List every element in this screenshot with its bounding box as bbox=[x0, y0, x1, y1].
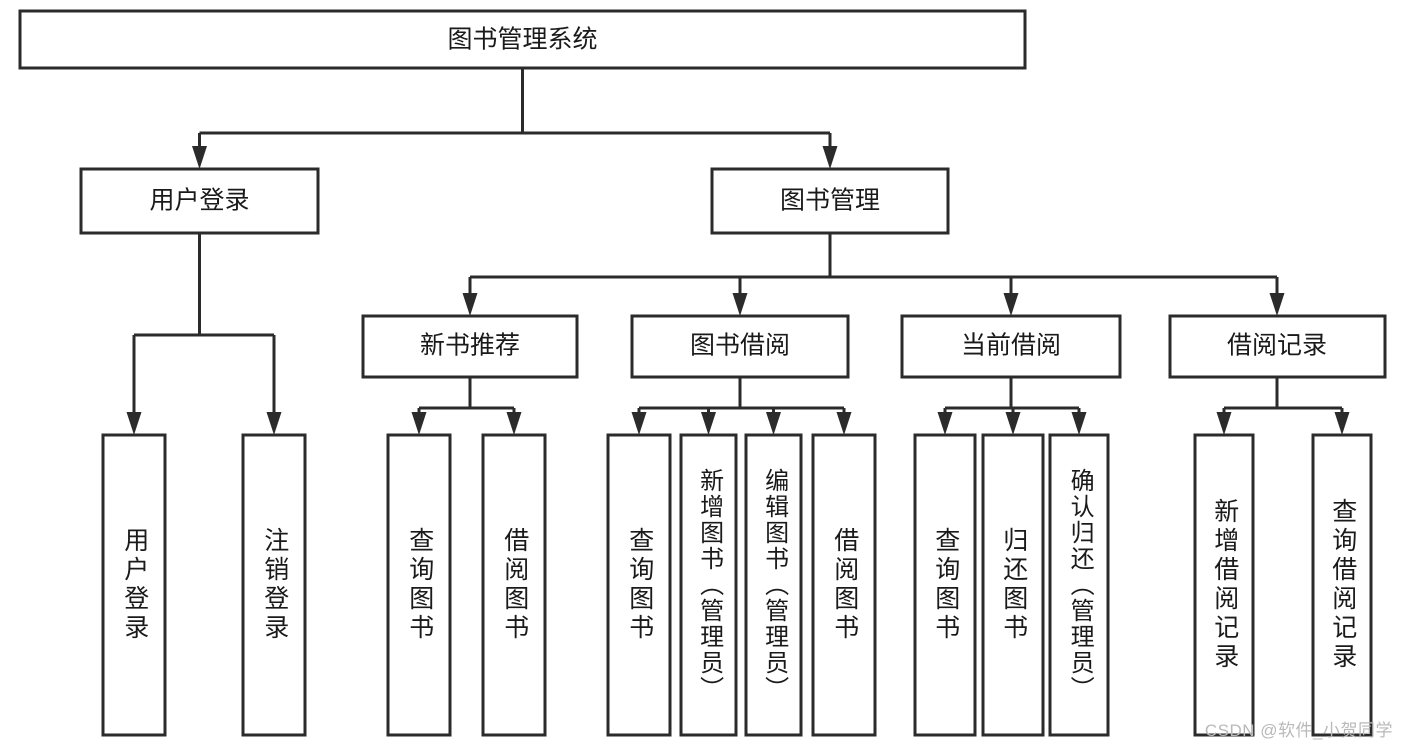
node-book-management[interactable]: 图书管理 bbox=[710, 167, 950, 235]
node-user-login[interactable]: 用户登录 bbox=[79, 167, 320, 235]
node-leaf-cb-return-book-box[interactable] bbox=[981, 433, 1045, 737]
node-leaf-bb-borrow-book[interactable]: 借阅图书 bbox=[811, 433, 877, 737]
arrowhead-leaf-user-login bbox=[126, 412, 142, 435]
node-leaf-bb-add-book-box[interactable] bbox=[679, 433, 738, 737]
node-leaf-cb-confirm-return-box[interactable] bbox=[1048, 433, 1110, 737]
node-current-borrow-box[interactable] bbox=[900, 314, 1122, 379]
arrowhead-nb-query bbox=[411, 412, 427, 435]
node-leaf-nb-query-book-textwrap: 查询图书 bbox=[405, 527, 434, 643]
node-leaf-cb-return-book-label: 归还图书 bbox=[999, 527, 1028, 643]
node-current-borrow-label: 当前借阅 bbox=[961, 332, 1061, 360]
node-leaf-cb-query-book-label: 查询图书 bbox=[931, 527, 960, 643]
node-root-system-label: 图书管理系统 bbox=[447, 26, 597, 54]
node-book-management-label: 图书管理 bbox=[780, 187, 880, 215]
node-leaf-cb-query-book-textwrap: 查询图书 bbox=[931, 527, 960, 643]
arrowhead-bb-edit bbox=[766, 412, 781, 435]
node-leaf-br-query-record-label: 查询借阅记录 bbox=[1328, 498, 1357, 672]
node-leaf-cb-confirm-return-textwrap: 确认归还（管理员） bbox=[1066, 468, 1094, 702]
node-leaf-br-add-record-textwrap: 新增借阅记录 bbox=[1210, 498, 1239, 672]
node-borrow-record[interactable]: 借阅记录 bbox=[1168, 314, 1387, 379]
node-leaf-nb-query-book-label: 查询图书 bbox=[405, 527, 434, 643]
node-leaf-user-login-label: 用户登录 bbox=[120, 527, 149, 643]
node-book-management-box[interactable] bbox=[710, 167, 950, 235]
node-new-book-recommend-box[interactable] bbox=[361, 314, 579, 379]
node-leaf-cb-confirm-return[interactable]: 确认归还（管理员） bbox=[1048, 433, 1110, 737]
node-leaf-user-login-box[interactable] bbox=[101, 433, 167, 737]
node-borrow-record-box[interactable] bbox=[1168, 314, 1387, 379]
arrowhead-leaf-logout bbox=[266, 412, 282, 435]
node-leaf-cb-query-book[interactable]: 查询图书 bbox=[913, 433, 977, 737]
node-leaf-nb-borrow-book-textwrap: 借阅图书 bbox=[500, 527, 529, 643]
node-new-book-recommend[interactable]: 新书推荐 bbox=[361, 314, 579, 379]
node-leaf-bb-borrow-book-label: 借阅图书 bbox=[830, 527, 859, 643]
arrowhead-new-book-rec bbox=[462, 293, 478, 316]
node-leaf-bb-edit-book[interactable]: 编辑图书（管理员） bbox=[744, 433, 803, 737]
node-leaf-user-login-textwrap: 用户登录 bbox=[120, 527, 149, 643]
node-leaf-br-add-record-box[interactable] bbox=[1193, 433, 1255, 737]
node-leaf-logout-label: 注销登录 bbox=[260, 527, 289, 643]
arrowhead-cb-return bbox=[1005, 412, 1021, 435]
node-leaf-bb-query-book-textwrap: 查询图书 bbox=[625, 527, 654, 643]
arrowhead-cb-query bbox=[937, 412, 953, 435]
node-leaf-cb-return-book-textwrap: 归还图书 bbox=[999, 527, 1028, 643]
node-leaf-bb-query-book-box[interactable] bbox=[606, 433, 672, 737]
node-leaf-bb-edit-book-box[interactable] bbox=[744, 433, 803, 737]
node-leaf-bb-add-book-label: 新增图书（管理员） bbox=[695, 468, 723, 702]
arrowhead-br-add bbox=[1216, 412, 1232, 435]
node-leaf-bb-query-book[interactable]: 查询图书 bbox=[606, 433, 672, 737]
node-leaf-bb-borrow-book-box[interactable] bbox=[811, 433, 877, 737]
node-book-borrow-box[interactable] bbox=[630, 314, 850, 379]
node-new-book-recommend-label: 新书推荐 bbox=[420, 332, 520, 360]
node-leaf-bb-edit-book-textwrap: 编辑图书（管理员） bbox=[760, 468, 788, 702]
node-user-login-label: 用户登录 bbox=[149, 187, 249, 215]
node-leaf-nb-borrow-book-box[interactable] bbox=[481, 433, 547, 737]
node-leaf-nb-query-book[interactable]: 查询图书 bbox=[386, 433, 452, 737]
node-leaf-bb-query-book-label: 查询图书 bbox=[625, 527, 654, 643]
node-book-borrow[interactable]: 图书借阅 bbox=[630, 314, 850, 379]
node-leaf-cb-query-book-box[interactable] bbox=[913, 433, 977, 737]
csdn-watermark: CSDN @软件_小贺同学 bbox=[1204, 721, 1393, 740]
node-book-borrow-label: 图书借阅 bbox=[690, 332, 790, 360]
arrowhead-book-mgmt bbox=[822, 146, 838, 169]
arrowhead-book-borrow bbox=[732, 293, 748, 316]
node-leaf-nb-query-book-box[interactable] bbox=[386, 433, 452, 737]
arrowhead-borrow-record bbox=[1269, 293, 1285, 316]
arrowhead-user-login bbox=[192, 146, 207, 169]
node-leaf-br-query-record[interactable]: 查询借阅记录 bbox=[1311, 433, 1373, 737]
node-leaf-nb-borrow-book[interactable]: 借阅图书 bbox=[481, 433, 547, 737]
node-leaf-bb-add-book[interactable]: 新增图书（管理员） bbox=[679, 433, 738, 737]
node-leaf-br-add-record-label: 新增借阅记录 bbox=[1210, 498, 1239, 672]
node-root-system[interactable]: 图书管理系统 bbox=[18, 9, 1027, 70]
node-leaf-logout-textwrap: 注销登录 bbox=[260, 527, 289, 643]
node-leaf-bb-edit-book-label: 编辑图书（管理员） bbox=[760, 468, 788, 702]
arrowhead-cb-confirm bbox=[1071, 412, 1087, 435]
node-root-system-box[interactable] bbox=[18, 9, 1027, 70]
connector-layer bbox=[126, 68, 1350, 435]
arrowhead-nb-borrow bbox=[506, 412, 522, 435]
arrowhead-bb-add bbox=[701, 412, 716, 435]
arrowhead-br-query bbox=[1334, 412, 1350, 435]
node-current-borrow[interactable]: 当前借阅 bbox=[900, 314, 1122, 379]
node-leaf-br-query-record-box[interactable] bbox=[1311, 433, 1373, 737]
node-leaf-nb-borrow-book-label: 借阅图书 bbox=[500, 527, 529, 643]
arrowhead-bb-borrow bbox=[836, 412, 852, 435]
node-leaf-br-query-record-textwrap: 查询借阅记录 bbox=[1328, 498, 1357, 672]
node-leaf-logout[interactable]: 注销登录 bbox=[241, 433, 307, 737]
node-user-login-box[interactable] bbox=[79, 167, 320, 235]
arrowhead-bb-query bbox=[631, 412, 647, 435]
node-borrow-record-label: 借阅记录 bbox=[1227, 332, 1327, 360]
node-leaf-cb-confirm-return-label: 确认归还（管理员） bbox=[1066, 468, 1094, 702]
node-leaf-br-add-record[interactable]: 新增借阅记录 bbox=[1193, 433, 1255, 737]
node-leaf-bb-borrow-book-textwrap: 借阅图书 bbox=[830, 527, 859, 643]
node-leaf-logout-box[interactable] bbox=[241, 433, 307, 737]
node-leaf-bb-add-book-textwrap: 新增图书（管理员） bbox=[695, 468, 723, 702]
node-leaf-cb-return-book[interactable]: 归还图书 bbox=[981, 433, 1045, 737]
node-leaf-user-login[interactable]: 用户登录 bbox=[101, 433, 167, 737]
arrowhead-current-borrow bbox=[1003, 293, 1019, 316]
